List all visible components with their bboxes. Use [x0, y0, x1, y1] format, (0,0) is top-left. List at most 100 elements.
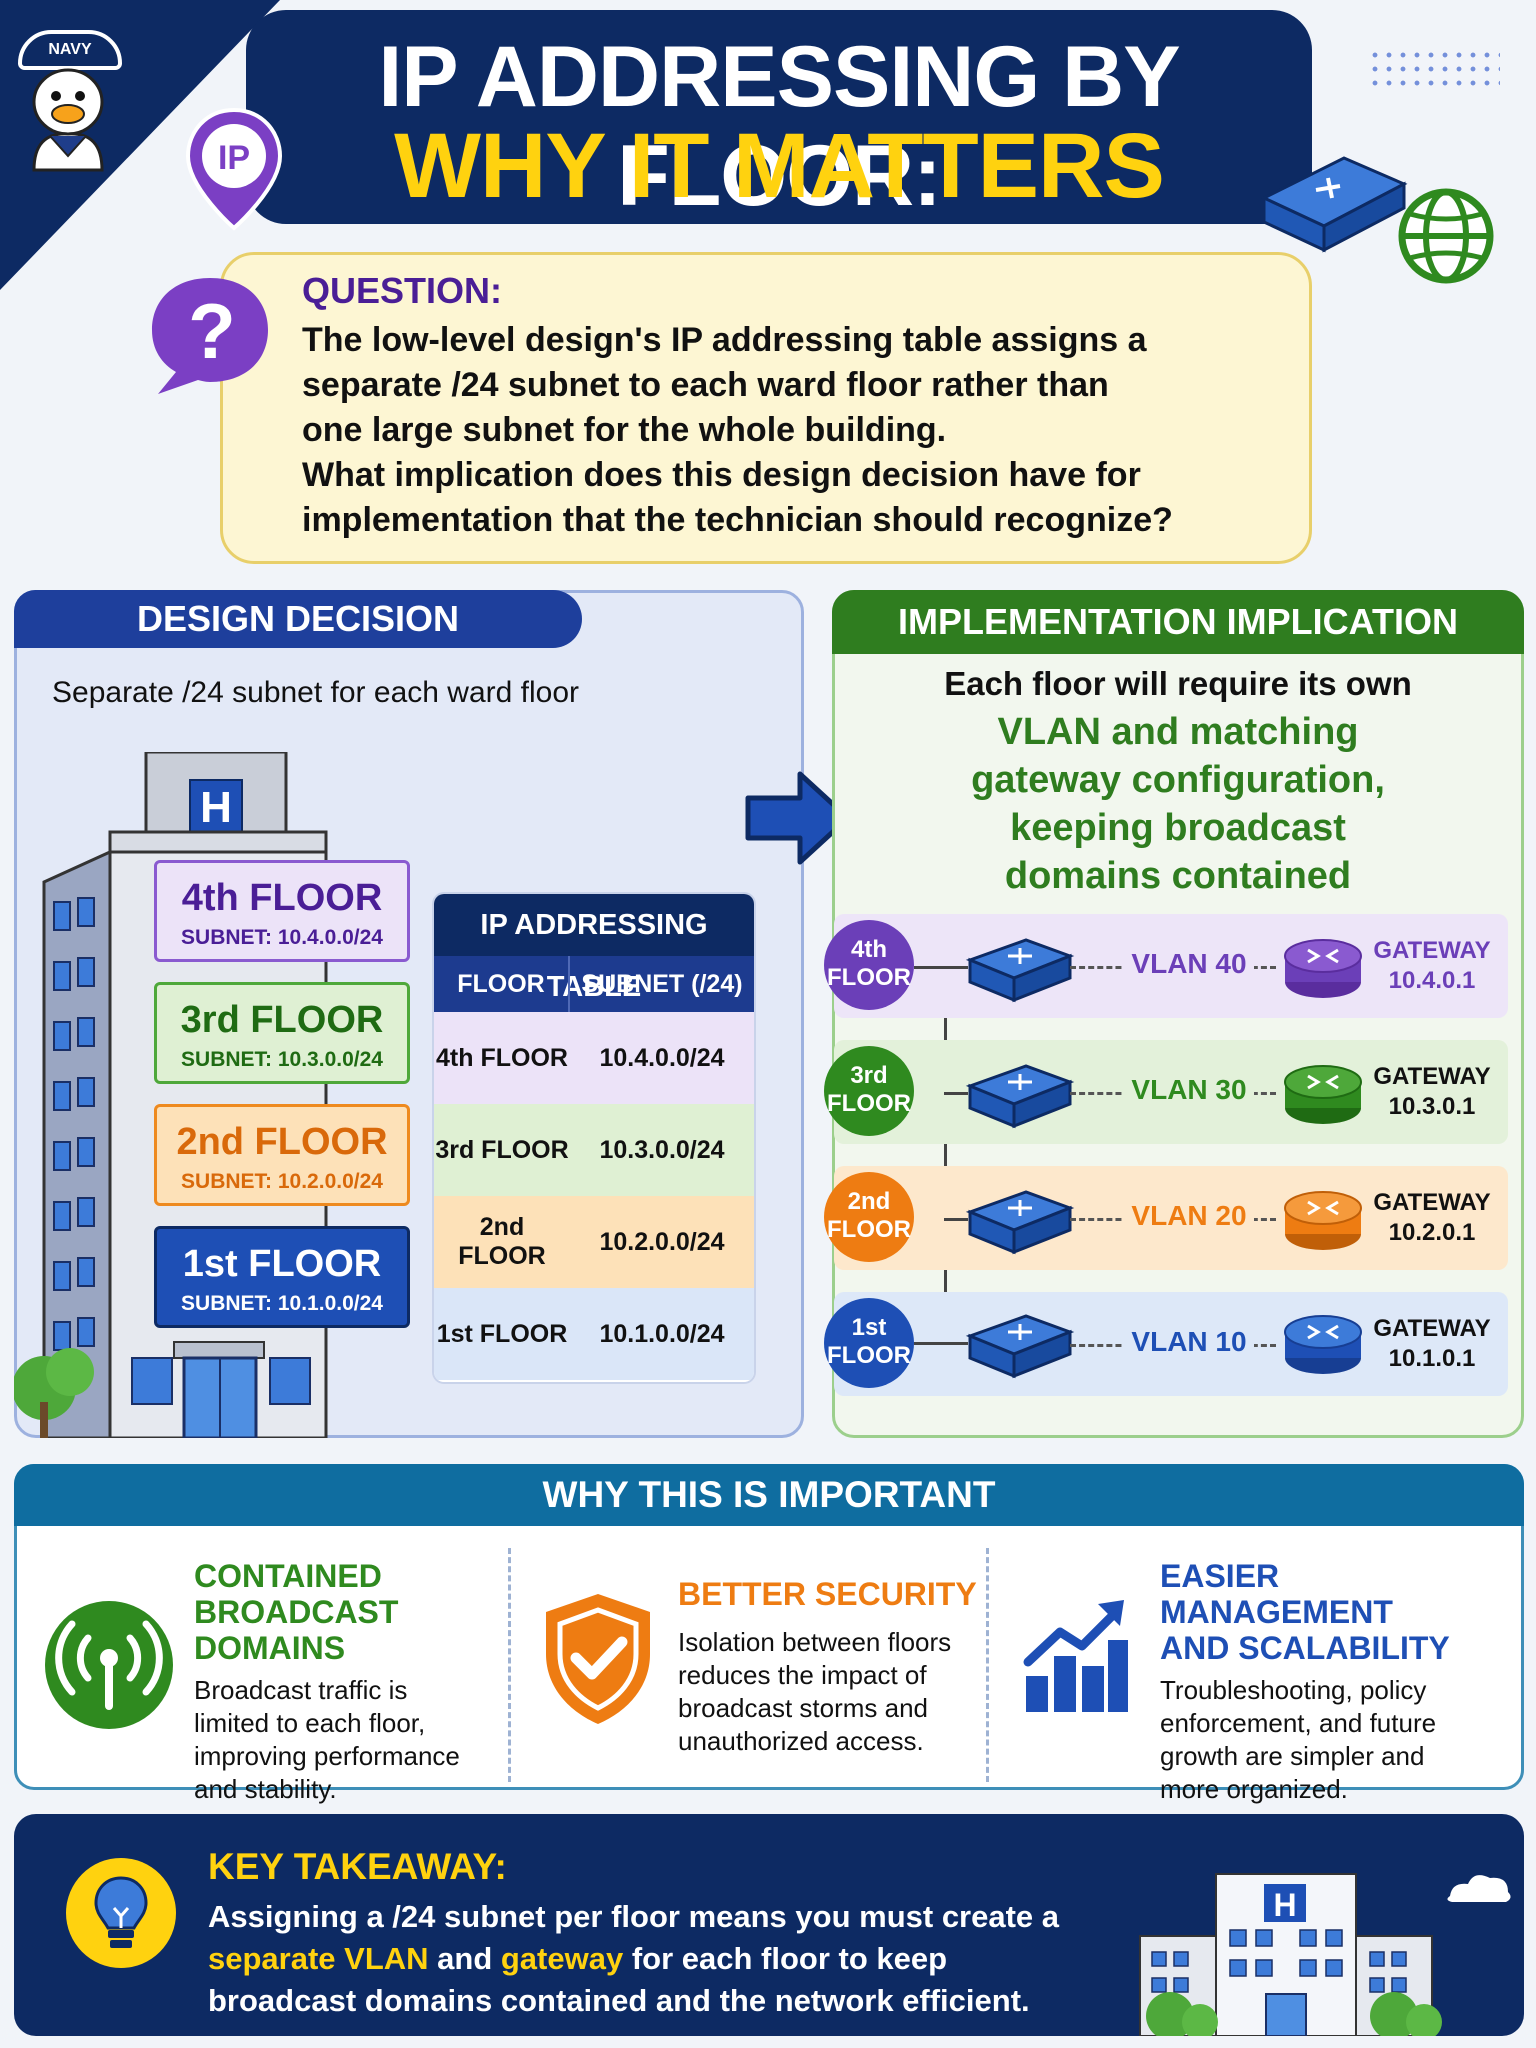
gateway-ip: 10.1.0.1 [1388, 1345, 1476, 1372]
floor-card-3rd: 3rd FLOOR SUBNET: 10.3.0.0/24 [154, 982, 410, 1084]
vlan-label: VLAN 10 [1124, 1326, 1254, 1358]
page-title-line2: WHY IT MATTERS [394, 115, 1165, 217]
why-item-management: EASIER MANAGEMENT AND SCALABILITY Troubl… [1160, 1558, 1500, 1806]
why-item-title: EASIER MANAGEMENT [1160, 1558, 1393, 1630]
implementation-line: VLAN and matching [997, 711, 1359, 753]
gateway-2nd: GATEWAY 10.2.0.1 [1362, 1188, 1502, 1248]
floor-badge-1st: 1st FLOOR [824, 1298, 914, 1388]
connector-line [914, 966, 968, 969]
why-item-text: more organized. [1160, 1774, 1348, 1804]
router-icon [1284, 1065, 1362, 1124]
floor-card-subnet: SUBNET: 10.1.0.0/24 [181, 1292, 383, 1315]
connector-line [944, 1218, 968, 1221]
why-item-title: BETTER SECURITY [678, 1576, 977, 1612]
question-box [220, 252, 1312, 564]
table-row: 1st FLOOR 10.1.0.0/24 [434, 1288, 754, 1380]
gateway-label: GATEWAY [1373, 937, 1491, 964]
table-header-subnet: SUBNET (/24) [581, 970, 743, 998]
mascot-cap: NAVY [18, 30, 122, 70]
floor-card-1st: 1st FLOOR SUBNET: 10.1.0.0/24 [154, 1226, 410, 1328]
question-line: separate /24 subnet to each ward floor r… [302, 366, 1109, 404]
why-item-title: CONTAINED [194, 1558, 382, 1594]
badge-line: FLOOR [827, 1216, 911, 1243]
why-item-text: limited to each floor, [194, 1708, 426, 1738]
svg-text:?: ? [188, 287, 236, 375]
vlan-label: VLAN 30 [1124, 1074, 1254, 1106]
ip-location-pin-icon: IP [185, 107, 283, 231]
why-item-text: growth are simpler and [1160, 1741, 1425, 1771]
table-title: IP ADDRESSING TABLE [434, 894, 754, 1003]
switch-icon [965, 1190, 1075, 1255]
badge-line: FLOOR [827, 1342, 911, 1369]
router-icon [1284, 939, 1362, 998]
table-header-floor: FLOOR [434, 956, 570, 1012]
takeaway-text: for each floor to keep [623, 1941, 948, 1976]
question-line: one large subnet for the whole building. [302, 411, 947, 449]
floor-badge-3rd: 3rd FLOOR [824, 1046, 914, 1136]
takeaway-highlight: gateway [500, 1941, 624, 1976]
gateway-label: GATEWAY [1373, 1315, 1491, 1342]
gateway-1st: GATEWAY 10.1.0.1 [1362, 1314, 1502, 1374]
why-item-text: reduces the impact of [678, 1660, 927, 1690]
hospital-icon: H [1139, 1873, 1511, 2036]
title-banner [246, 10, 1312, 224]
globe-icon [1398, 188, 1494, 284]
why-item-title: BROADCAST DOMAINS [194, 1594, 399, 1666]
why-item-text: Broadcast traffic is [194, 1675, 408, 1705]
floor-card-subnet: SUBNET: 10.2.0.0/24 [181, 1170, 383, 1193]
switch-icon [965, 938, 1075, 1003]
implementation-line: Each floor will require its own [944, 665, 1412, 702]
table-cell-floor: 1st FLOOR [436, 1319, 568, 1348]
table-cell-floor: 3rd FLOOR [435, 1135, 569, 1164]
growth-chart-icon [1023, 1600, 1128, 1712]
implementation-line: keeping broadcast [1010, 807, 1346, 849]
router-icon [1284, 1191, 1362, 1250]
floor-card-subnet: SUBNET: 10.4.0.0/24 [181, 926, 383, 949]
hospital-sign: H [1273, 1887, 1296, 1923]
gateway-label: GATEWAY [1373, 1189, 1491, 1216]
floor-badge-4th: 4th FLOOR [824, 920, 914, 1010]
table-row: 3rd FLOOR 10.3.0.0/24 [434, 1104, 754, 1196]
implementation-line: domains contained [1004, 855, 1352, 897]
badge-line: FLOOR [827, 964, 911, 991]
question-line: The low-level design's IP addressing tab… [302, 321, 1147, 359]
question-line: implementation that the technician shoul… [302, 501, 1173, 539]
why-important-heading: WHY THIS IS IMPORTANT [14, 1464, 1524, 1526]
building-sign: H [200, 783, 232, 832]
takeaway-line: separate VLAN and gateway for each floor… [208, 1938, 1108, 1980]
hospital-building-illustration: H [14, 752, 328, 1438]
floor-card-4th: 4th FLOOR SUBNET: 10.4.0.0/24 [154, 860, 410, 962]
why-item-security: BETTER SECURITY Isolation between floors… [678, 1576, 978, 1758]
table-row: 4th FLOOR 10.4.0.0/24 [434, 1012, 754, 1104]
gateway-label: GATEWAY [1373, 1063, 1491, 1090]
question-line: What implication does this design decisi… [302, 456, 1141, 494]
connector-line [944, 1092, 968, 1095]
why-item-title: AND SCALABILITY [1160, 1630, 1450, 1666]
gateway-ip: 10.2.0.1 [1388, 1219, 1476, 1246]
table-header-row: FLOOR SUBNET (/24) [434, 956, 754, 1012]
vlan-label: VLAN 40 [1124, 948, 1254, 980]
divider [986, 1548, 989, 1782]
gateway-ip: 10.4.0.1 [1388, 967, 1476, 994]
floor-card-name: 1st FLOOR [182, 1243, 382, 1285]
badge-line: 1st [851, 1314, 887, 1341]
why-item-text: Isolation between floors [678, 1627, 952, 1657]
key-takeaway-text: Assigning a /24 subnet per floor means y… [208, 1896, 1108, 2022]
table-cell-floor: 4th FLOOR [436, 1043, 568, 1072]
gateway-ip: 10.3.0.1 [1388, 1093, 1476, 1120]
floor-card-name: 4th FLOOR [181, 877, 383, 919]
decorative-dots [1368, 48, 1500, 94]
table-cell-subnet: 10.3.0.0/24 [599, 1135, 725, 1164]
why-item-broadcast: CONTAINED BROADCAST DOMAINS Broadcast tr… [194, 1558, 494, 1806]
badge-line: 4th [851, 936, 887, 963]
key-takeaway-label: KEY TAKEAWAY: [208, 1846, 507, 1887]
design-decision-subtitle: Separate /24 subnet for each ward floor [52, 676, 579, 709]
implementation-heading: IMPLEMENTATION IMPLICATION [832, 590, 1524, 654]
why-item-text: and stability. [194, 1774, 337, 1804]
floor-card-2nd: 2nd FLOOR SUBNET: 10.2.0.0/24 [154, 1104, 410, 1206]
gateway-3rd: GATEWAY 10.3.0.1 [1362, 1062, 1502, 1122]
right-arrow-icon [745, 771, 851, 865]
table-cell-subnet: 10.1.0.0/24 [599, 1319, 725, 1348]
gateway-4th: GATEWAY 10.4.0.1 [1362, 936, 1502, 996]
switch-trunk-line [944, 966, 947, 1342]
